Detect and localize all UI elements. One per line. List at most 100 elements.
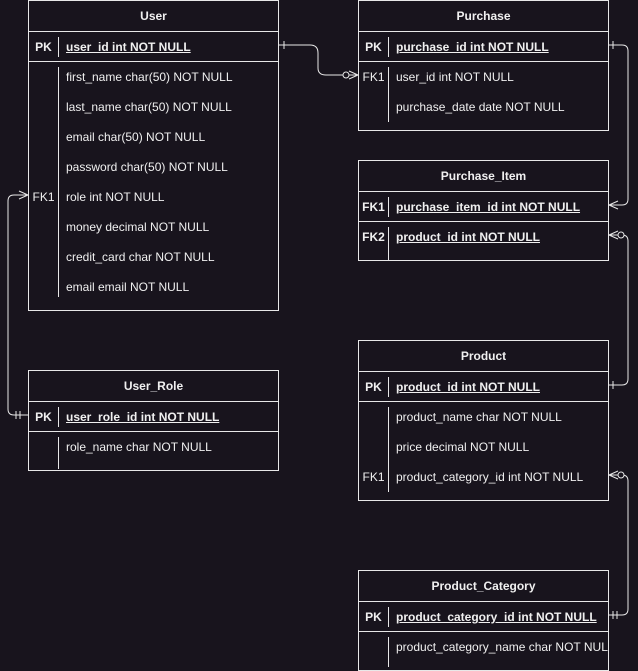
column-divider bbox=[388, 407, 389, 492]
attribute-row[interactable]: credit_card char NOT NULL bbox=[29, 242, 278, 272]
key-label: FK2 bbox=[362, 230, 385, 244]
attribute-list: product_category_name char NOT NULL bbox=[359, 632, 608, 667]
column-name: product_category_id int NOT NULL bbox=[396, 470, 584, 484]
attribute-row[interactable]: email email NOT NULL bbox=[29, 272, 278, 302]
column-divider bbox=[58, 37, 59, 57]
key-label bbox=[359, 402, 388, 432]
attribute-row[interactable]: price decimal NOT NULL bbox=[359, 432, 608, 462]
key-label: FK1 bbox=[362, 70, 385, 84]
key-label: PK bbox=[35, 40, 52, 54]
relationship-user-userrole bbox=[7, 194, 28, 416]
column-name: credit_card char NOT NULL bbox=[66, 250, 215, 264]
column-name: email char(50) NOT NULL bbox=[66, 130, 206, 144]
attribute-row[interactable]: purchase_date date NOT NULL bbox=[359, 92, 608, 122]
column-name: user_id int NOT NULL bbox=[66, 40, 191, 54]
attribute-row[interactable]: role_name char NOT NULL bbox=[29, 432, 278, 462]
column-divider bbox=[58, 407, 59, 427]
column-name: product_id int NOT NULL bbox=[396, 230, 540, 244]
key-label bbox=[29, 242, 58, 272]
key-label bbox=[359, 92, 388, 122]
column-name: last_name char(50) NOT NULL bbox=[66, 100, 232, 114]
column-name: purchase_date date NOT NULL bbox=[396, 100, 565, 114]
key-label bbox=[29, 272, 58, 302]
pk-row[interactable]: PK user_id int NOT NULL bbox=[29, 32, 278, 62]
pk-row[interactable]: PK product_category_id int NOT NULL bbox=[359, 602, 608, 632]
entity-title: Product_Category bbox=[359, 571, 608, 602]
key-label: FK1 bbox=[362, 470, 385, 484]
attribute-row[interactable]: password char(50) NOT NULL bbox=[29, 152, 278, 182]
attribute-row[interactable]: last_name char(50) NOT NULL bbox=[29, 92, 278, 122]
attribute-list: product_name char NOT NULL price decimal… bbox=[359, 402, 608, 492]
column-name: purchase_id int NOT NULL bbox=[396, 40, 549, 54]
column-name: first_name char(50) NOT NULL bbox=[66, 70, 233, 84]
column-name: price decimal NOT NULL bbox=[396, 440, 530, 454]
column-divider bbox=[58, 437, 59, 469]
column-name: password char(50) NOT NULL bbox=[66, 160, 228, 174]
key-label bbox=[29, 92, 58, 122]
entity-title: Purchase bbox=[359, 1, 608, 32]
column-name: product_id int NOT NULL bbox=[396, 380, 540, 394]
attribute-row[interactable]: FK1 role int NOT NULL bbox=[29, 182, 278, 212]
key-label bbox=[29, 122, 58, 152]
entity-product-category[interactable]: Product_Category PK product_category_id … bbox=[358, 570, 609, 671]
key-label bbox=[29, 62, 58, 92]
fk-row[interactable]: FK1 purchase_item_id int NOT NULL bbox=[359, 192, 608, 222]
column-divider bbox=[388, 37, 389, 57]
column-name: email email NOT NULL bbox=[66, 280, 190, 294]
attribute-list: FK1 user_id int NOT NULL purchase_date da… bbox=[359, 62, 608, 122]
fk-row[interactable]: FK2 product_id int NOT NULL bbox=[359, 222, 608, 260]
column-name: product_name char NOT NULL bbox=[396, 410, 562, 424]
entity-user[interactable]: User PK user_id int NOT NULL first_name … bbox=[28, 0, 279, 311]
attribute-row[interactable]: product_category_name char NOT NULL bbox=[359, 632, 608, 662]
column-name: product_category_id int NOT NULL bbox=[396, 610, 597, 624]
key-label: PK bbox=[365, 40, 382, 54]
pk-row[interactable]: PK purchase_id int NOT NULL bbox=[359, 32, 608, 62]
key-label bbox=[359, 632, 388, 662]
key-label: FK1 bbox=[362, 200, 385, 214]
key-label bbox=[29, 212, 58, 242]
relationship-purchaseitem-product bbox=[609, 234, 629, 386]
entity-purchase-item[interactable]: Purchase_Item FK1 purchase_item_id int N… bbox=[358, 160, 609, 261]
relationship-purchase-purchaseitem bbox=[609, 44, 629, 206]
key-label: PK bbox=[35, 410, 52, 424]
column-divider bbox=[388, 637, 389, 667]
key-label: PK bbox=[365, 610, 382, 624]
column-name: money decimal NOT NULL bbox=[66, 220, 210, 234]
relationship-user-purchase bbox=[279, 44, 358, 76]
key-label bbox=[359, 432, 388, 462]
attribute-row[interactable]: FK1 product_category_id int NOT NULL bbox=[359, 462, 608, 492]
attribute-row[interactable]: email char(50) NOT NULL bbox=[29, 122, 278, 152]
entity-title: Product bbox=[359, 341, 608, 372]
pk-row[interactable]: PK user_role_id int NOT NULL bbox=[29, 402, 278, 432]
column-name: user_id int NOT NULL bbox=[396, 70, 514, 84]
pk-row[interactable]: PK product_id int NOT NULL bbox=[359, 372, 608, 402]
attribute-row[interactable]: FK1 user_id int NOT NULL bbox=[359, 62, 608, 92]
column-divider bbox=[388, 197, 389, 217]
entity-title: Purchase_Item bbox=[359, 161, 608, 192]
column-divider bbox=[58, 67, 59, 297]
key-label: FK1 bbox=[32, 190, 55, 204]
column-divider bbox=[388, 227, 389, 260]
attribute-list: first_name char(50) NOT NULL last_name c… bbox=[29, 62, 278, 302]
entity-title: User_Role bbox=[29, 371, 278, 402]
entity-user-role[interactable]: User_Role PK user_role_id int NOT NULL r… bbox=[28, 370, 279, 471]
relationship-product-productcategory bbox=[609, 474, 629, 616]
column-divider bbox=[388, 607, 389, 627]
column-divider bbox=[388, 377, 389, 397]
key-label: PK bbox=[365, 380, 382, 394]
key-label bbox=[29, 432, 58, 462]
column-name: user_role_id int NOT NULL bbox=[66, 410, 220, 424]
column-divider bbox=[388, 67, 389, 122]
attribute-row[interactable]: first_name char(50) NOT NULL bbox=[29, 62, 278, 92]
entity-purchase[interactable]: Purchase PK purchase_id int NOT NULL FK1… bbox=[358, 0, 609, 131]
column-name: role_name char NOT NULL bbox=[66, 440, 212, 454]
attribute-row[interactable]: money decimal NOT NULL bbox=[29, 212, 278, 242]
entity-product[interactable]: Product PK product_id int NOT NULL produ… bbox=[358, 340, 609, 501]
column-name: product_category_name char NOT NULL bbox=[396, 640, 609, 654]
attribute-row[interactable]: product_name char NOT NULL bbox=[359, 402, 608, 432]
column-name: role int NOT NULL bbox=[66, 190, 165, 204]
key-label bbox=[29, 152, 58, 182]
entity-title: User bbox=[29, 1, 278, 32]
column-name: purchase_item_id int NOT NULL bbox=[396, 200, 581, 214]
